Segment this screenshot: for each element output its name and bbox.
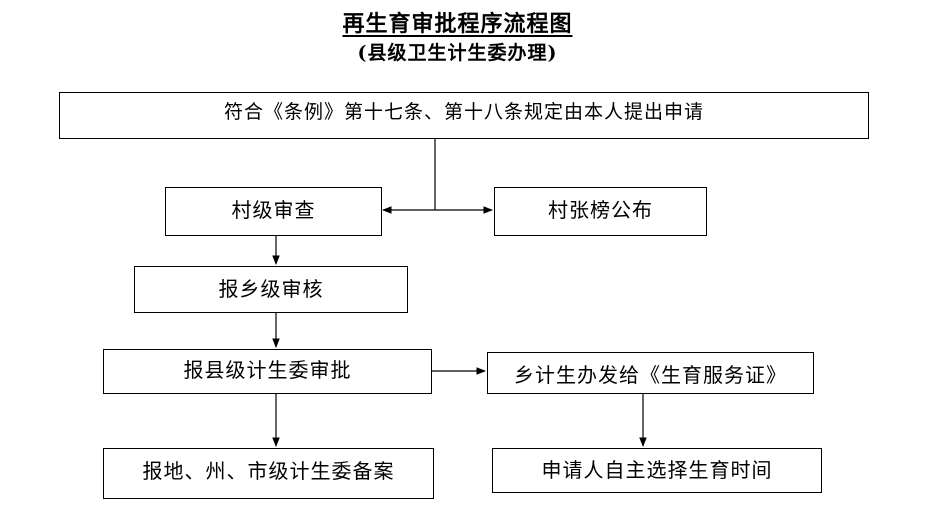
step-record-filing-box: 报地、州、市级计生委备案 [103, 448, 434, 499]
step-apply-box: 符合《条例》第十七条、第十八条规定由本人提出申请 [59, 92, 869, 139]
step-town-review-label: 报乡级审核 [218, 277, 324, 301]
diagram-subtitle: (县级卫生计生委办理) [357, 42, 558, 64]
step-village-publish-box: 村张榜公布 [494, 187, 707, 236]
step-issue-certificate-box: 乡计生办发给《生育服务证》 [487, 352, 814, 394]
step-village-publish-label: 村张榜公布 [548, 198, 653, 222]
diagram-title: 再生育审批程序流程图 [342, 11, 573, 37]
step-apply-label: 符合《条例》第十七条、第十八条规定由本人提出申请 [223, 101, 704, 123]
step-choose-time-box: 申请人自主选择生育时间 [492, 448, 822, 493]
step-issue-certificate-label: 乡计生办发给《生育服务证》 [514, 363, 787, 387]
step-village-review-label: 村级审查 [231, 198, 316, 222]
step-village-review-box: 村级审查 [165, 187, 382, 236]
step-county-approve-box: 报县级计生委审批 [103, 349, 432, 394]
step-town-review-box: 报乡级审核 [134, 266, 408, 313]
step-record-filing-label: 报地、州、市级计生委备案 [142, 459, 395, 483]
step-choose-time-label: 申请人自主选择生育时间 [541, 458, 773, 482]
diagram-subtitle-wrap: (县级卫生计生委办理) [0, 38, 943, 65]
diagram-title-wrap: 再生育审批程序流程图 [0, 6, 943, 38]
step-county-approve-label: 报县级计生委审批 [183, 358, 352, 382]
